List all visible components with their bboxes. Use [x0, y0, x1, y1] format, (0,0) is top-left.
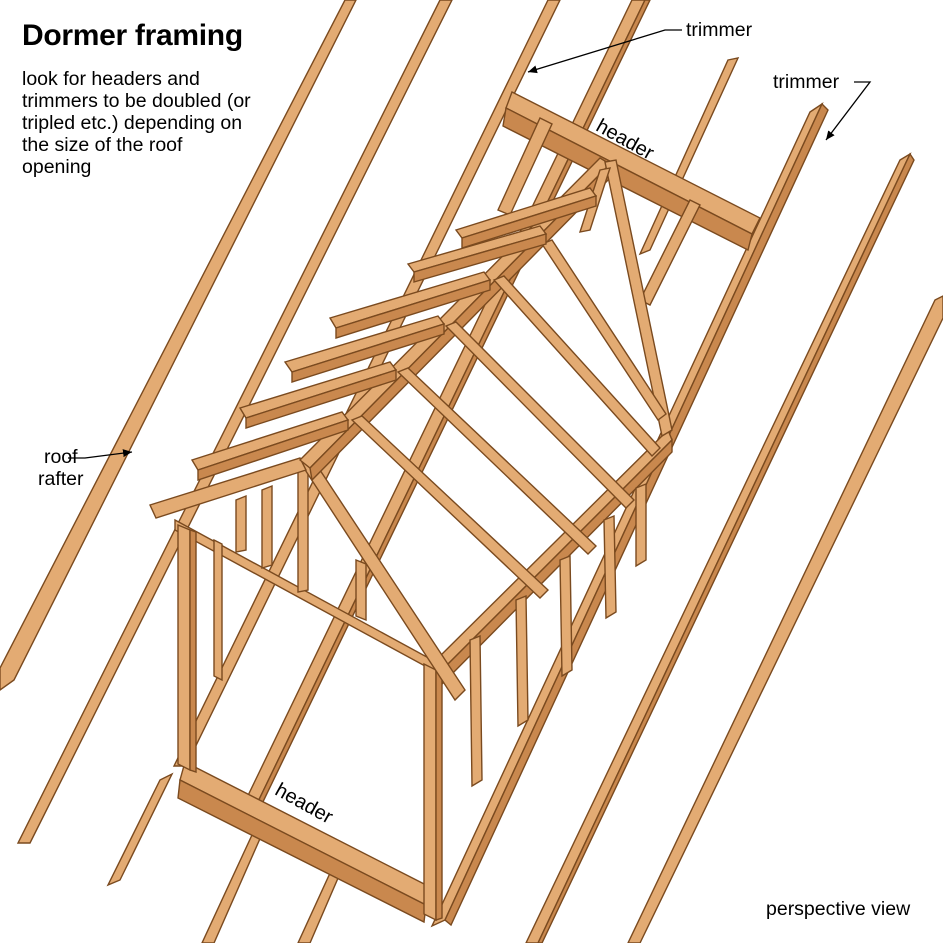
- roof-rafter: [627, 295, 943, 943]
- label-roof-rafter-line1: roof: [43, 446, 78, 468]
- roof-rafter: [525, 152, 912, 943]
- hip-rafter: [604, 159, 673, 438]
- note-text: look for headers and trimmers to be doub…: [22, 68, 251, 178]
- leader-arrows: [68, 29, 872, 459]
- label-trimmer-right: trimmer: [773, 71, 840, 93]
- label-perspective-view: perspective view: [766, 898, 911, 920]
- label-roof-rafter: roof rafter: [38, 446, 84, 490]
- dormer-front-wall: [174, 464, 443, 922]
- diagram-title: Dormer framing: [22, 19, 243, 52]
- top-header: [497, 91, 761, 306]
- gable-rafter-left: [149, 457, 307, 519]
- roof-rafter: [16, 0, 453, 844]
- trimmer-top-arrow: [527, 29, 682, 74]
- bottom-header: [177, 760, 433, 924]
- roof-rafter: [0, 0, 357, 691]
- label-trimmer-top: trimmer: [686, 19, 753, 41]
- dormer-roof-jacks: [190, 187, 598, 481]
- label-roof-rafter-line2: rafter: [38, 468, 84, 490]
- trimmer-right-arrow: [825, 81, 872, 141]
- dormer-common-rafters: [350, 239, 667, 599]
- roof-rafter-arrow: [68, 449, 133, 459]
- roof-rafters-right: [525, 57, 943, 943]
